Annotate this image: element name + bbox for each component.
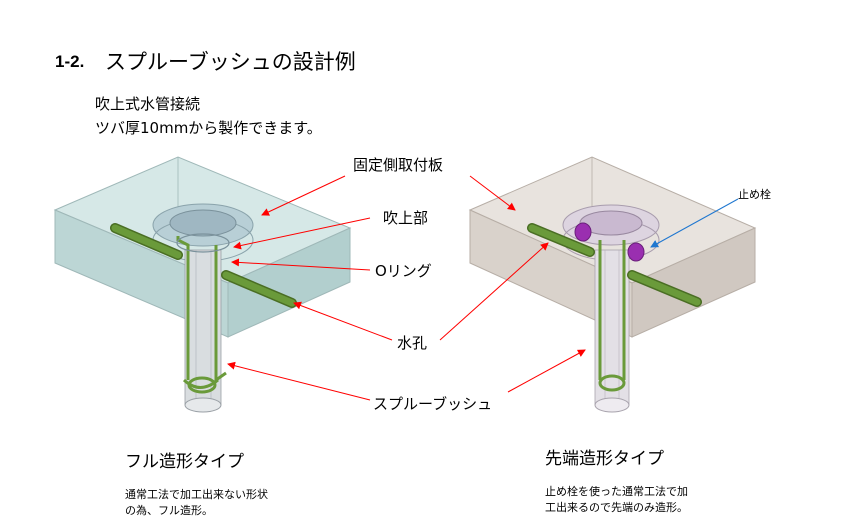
label-o-ring: Oリング: [375, 262, 432, 280]
right-model-tip-build: [468, 156, 757, 413]
label-stopper-plug: 止め栓: [738, 188, 771, 201]
right-type-note-1: 止め栓を使った通常工法で加: [545, 485, 688, 498]
label-water-hole: 水孔: [397, 334, 428, 352]
left-type-note-2: の為、フル造形。: [125, 504, 213, 517]
label-blow-up: 吹上部: [383, 209, 429, 227]
section-number: 1-2.: [55, 52, 85, 71]
page-title: スプルーブッシュの設計例: [105, 50, 356, 74]
left-type-note-1: 通常工法で加工出来ない形状: [125, 488, 268, 501]
right-type-title: 先端造形タイプ: [545, 449, 664, 469]
callout-arrows: [227, 175, 739, 401]
intro-line-2: ツバ厚10mmから製作できます。: [95, 119, 322, 137]
intro-line-1: 吹上式水管接続: [95, 95, 201, 113]
left-model-full-build: [53, 156, 352, 413]
right-type-note-2: 工出来るので先端のみ造形。: [545, 501, 688, 514]
label-sprue-bush: スプルーブッシュ: [373, 395, 493, 413]
label-fixed-plate: 固定側取付板: [353, 156, 444, 174]
left-type-title: フル造形タイプ: [125, 452, 244, 472]
